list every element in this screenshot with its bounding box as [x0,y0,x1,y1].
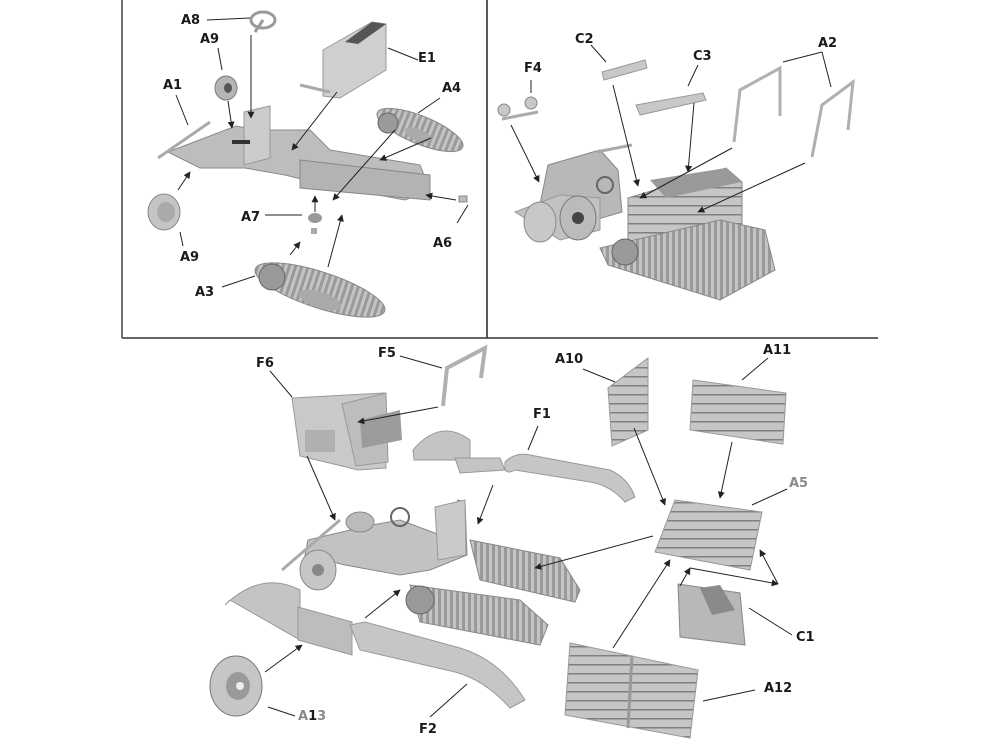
part-a5-floor [654,499,763,571]
part-a12-tailgate [564,642,699,739]
assembled-vehicle [513,143,776,301]
label-a2: A2 [818,36,838,51]
label-a3: A3 [195,285,215,300]
part-chassis-frame [157,105,431,201]
part-a8-steering-wheel [249,10,277,33]
label-a4: A4 [442,81,462,96]
label-f4: F4 [524,61,542,76]
label-e1: E1 [418,51,436,66]
part-a11-panel [689,379,787,445]
chassis-panel-artwork [147,10,469,318]
label-c1: C1 [796,630,815,645]
part-a9-wheel-top [214,75,238,101]
part-f2-fender [224,582,526,709]
part-a6 [458,195,468,203]
part-c1-box [677,583,746,646]
label-a13-prefix: A [298,709,309,724]
part-e1-seat-box [299,21,387,99]
label-c3: C3 [693,49,712,64]
label-c2: C2 [575,32,594,47]
label-a5: A5 [789,476,809,491]
label-a7: A7 [241,210,261,225]
label-a9-bottom: A9 [180,250,200,265]
label-a13: A13 [298,710,326,723]
part-a4-track [376,107,464,153]
part-a7 [308,213,322,234]
part-a2-bows [732,65,855,158]
label-f6: F6 [256,356,274,371]
label-f5: F5 [378,346,396,361]
label-a9-top: A9 [200,32,220,47]
part-f4-headlights [497,96,539,121]
label-a13-suffix: 3 [317,709,327,724]
label-a8: A8 [181,13,201,28]
label-f1: F1 [533,407,551,422]
part-f5-frame [441,344,488,407]
part-a13-wheel [209,655,263,717]
part-a9-wheel-bottom [147,193,181,231]
panel-frame [121,0,878,339]
label-a10: A10 [555,352,584,367]
body-panel-artwork [209,344,793,739]
part-c3-board [635,92,707,116]
part-c2-windscreen [601,59,648,81]
label-a1: A1 [163,78,183,93]
label-f2: F2 [419,722,437,737]
label-a13-mid: 1 [308,709,318,724]
part-f1-fender [412,430,636,503]
completed-panel-artwork [497,44,855,301]
part-a10-side [607,357,649,447]
body-assembly-vehicle [281,499,581,646]
label-a12: A12 [764,681,793,696]
label-a6: A6 [433,236,453,251]
part-a3-track [254,262,386,318]
label-a11: A11 [763,343,792,358]
